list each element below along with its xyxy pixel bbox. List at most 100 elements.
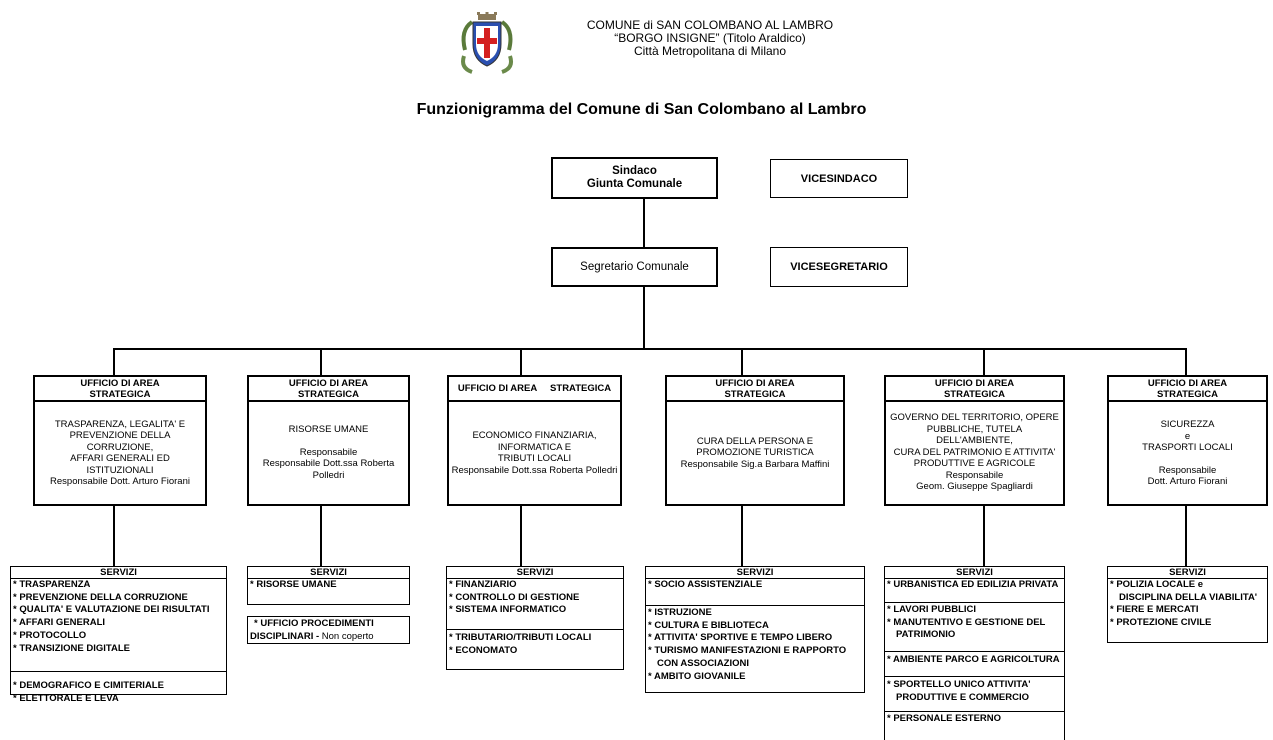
area-line: CURA DELLA PERSONA E: [696, 435, 814, 447]
service-item: * PROTOCOLLO: [13, 629, 87, 641]
area-box: UFFICIO DI AREA STRATEGICA SICUREZZA e T…: [1107, 375, 1268, 506]
area-header: UFFICIO DI AREA STRATEGICA: [1109, 377, 1266, 402]
area-line: TRIBUTI LOCALI: [497, 453, 572, 464]
service-item: * PROTEZIONE CIVILE: [1110, 617, 1212, 629]
area-header-line: STRATEGICA: [297, 389, 360, 400]
service-item: * CONTROLLO DI GESTIONE: [449, 591, 580, 603]
service-item: DISCIPLINA DELLA VIABILITA': [1119, 591, 1258, 603]
area-responsible: Responsabile Dott.ssa Roberta: [262, 458, 395, 469]
area-line: PREVENZIONE DELLA CORRUZIONE,: [69, 430, 171, 453]
services-list: * ISTRUZIONE * CULTURA E BIBLIOTECA * AT…: [646, 605, 864, 683]
area-header-line: STRATEGICA: [943, 389, 1006, 400]
service-item: * SPORTELLO UNICO ATTIVITA': [887, 679, 1031, 690]
area-description: ECONOMICO FINANZIARIA, INFORMATICA E TRI…: [449, 402, 620, 504]
service-item: * TRANSIZIONE DIGITALE: [13, 642, 130, 654]
area-responsible: Responsabile Dott.ssa Roberta Polledri: [451, 464, 618, 476]
service-item: * CULTURA E BIBLIOTECA: [648, 619, 769, 631]
horizontal-connector: [113, 348, 1187, 350]
area-line: SICUREZZA: [1160, 419, 1215, 430]
services-box: SERVIZI * FINANZIARIO * CONTROLLO DI GES…: [446, 566, 624, 670]
header-line-3: Città Metropolitana di Milano: [633, 44, 787, 58]
area-line: ECONOMICO FINANZIARIA,: [472, 430, 597, 441]
services-header: SERVIZI: [1108, 567, 1267, 579]
area-header-line: STRATEGICA: [1156, 389, 1219, 400]
service-item: * SISTEMA INFORMATICO: [449, 604, 567, 616]
status-note: Non coperto: [321, 630, 374, 642]
service-item: * ECONOMATO: [449, 644, 518, 656]
vicesindaco-box: VICESINDACO: [770, 159, 908, 198]
services-header: SERVIZI: [248, 567, 409, 579]
services-box: SERVIZI * URBANISTICA ED EDILIZIA PRIVAT…: [884, 566, 1065, 740]
service-item: * AMBIENTE PARCO E AGRICOLTURA: [887, 654, 1060, 665]
connector-line: [520, 348, 522, 375]
area-header-line: UFFICIO DI AREA: [715, 378, 795, 389]
municipality-header: COMUNE di SAN COLOMBANO AL LAMBRO “BORGO…: [560, 19, 860, 58]
services-box: SERVIZI * SOCIO ASSISTENZIALE * ISTRUZIO…: [645, 566, 865, 693]
area-box: UFFICIO DI AREA STRATEGICA CURA DELLA PE…: [665, 375, 845, 506]
service-item: * DEMOGRAFICO E CIMITERIALE: [13, 680, 164, 691]
area-header-line: UFFICIO DI AREA: [934, 378, 1015, 389]
service-item: PRODUTTIVE E COMMERCIO: [896, 691, 1030, 703]
area-header-line: STRATEGICA: [89, 389, 151, 400]
services-list: * TRIBUTARIO/TRIBUTI LOCALI * ECONOMATO: [447, 629, 623, 657]
area-line: INFORMATICA E: [497, 441, 572, 453]
service-item: * ISTRUZIONE: [648, 607, 712, 618]
service-item: * RISORSE UMANE: [250, 579, 337, 590]
connector-line: [320, 348, 322, 375]
area-line: GOVERNO DEL TERRITORIO, OPERE: [890, 412, 1059, 423]
services-list: * POLIZIA LOCALE e DISCIPLINA DELLA VIAB…: [1108, 579, 1267, 630]
services-box: SERVIZI * RISORSE UMANE: [247, 566, 410, 605]
vicesegretario-box: VICESEGRETARIO: [770, 247, 908, 287]
segretario-box: Segretario Comunale: [551, 247, 718, 287]
service-item: * FINANZIARIO: [449, 579, 517, 590]
services-list: * UFFICIO PROCEDIMENTI DISCIPLINARI - No…: [248, 617, 409, 643]
sindaco-box: Sindaco Giunta Comunale: [551, 157, 718, 199]
service-item: * TRIBUTARIO/TRIBUTI LOCALI: [449, 632, 592, 643]
service-item: * UFFICIO PROCEDIMENTI: [254, 618, 374, 629]
service-item: * FIERE E MERCATI: [1110, 604, 1199, 616]
service-item: * AFFARI GENERALI: [13, 617, 106, 629]
area-box: UFFICIO DI AREA STRATEGICA TRASPARENZA, …: [33, 375, 207, 506]
area-header: UFFICIO DI AREA STRATEGICA: [667, 377, 843, 402]
service-item: DISCIPLINARI - Non coperto: [250, 631, 409, 644]
procedimenti-box: * UFFICIO PROCEDIMENTI DISCIPLINARI - No…: [247, 616, 410, 644]
area-box: UFFICIO DI AREA STRATEGICA ECONOMICO FIN…: [447, 375, 622, 506]
area-header: UFFICIO DI AREA STRATEGICA: [35, 377, 205, 402]
area-line: AFFARI GENERALI ED ISTITUZIONALI: [70, 453, 170, 476]
area-line: RISORSE UMANE: [288, 424, 369, 435]
service-item: * LAVORI PUBBLICI: [887, 604, 977, 615]
area-line: Responsabile: [1158, 464, 1217, 476]
area-line: Responsabile: [299, 446, 358, 458]
service-item: * POLIZIA LOCALE e: [1110, 579, 1204, 590]
service-item: * URBANISTICA ED EDILIZIA PRIVATA: [887, 579, 1059, 590]
area-line: e: [1184, 430, 1191, 442]
area-header: UFFICIO DI AREA STRATEGICA: [449, 377, 620, 402]
services-list: * URBANISTICA ED EDILIZIA PRIVATA: [885, 579, 1064, 602]
area-description: CURA DELLA PERSONA E PROMOZIONE TURISTIC…: [667, 402, 843, 504]
services-list: * PERSONALE ESTERNO: [885, 711, 1064, 726]
services-list: * RISORSE UMANE: [248, 579, 409, 592]
area-header-line: UFFICIO DI AREA: [288, 378, 369, 389]
area-line: Responsabile: [945, 469, 1004, 481]
giunta-label: Giunta Comunale: [586, 178, 683, 190]
services-list: * TRASPARENZA * PREVENZIONE DELLA CORRUZ…: [11, 579, 226, 671]
area-description: RISORSE UMANE Responsabile Responsabile …: [249, 402, 408, 504]
area-header-line: UFFICIO DI AREA: [80, 378, 160, 389]
area-line: PRODUTTIVE E AGRICOLE: [913, 458, 1036, 469]
services-list: * FINANZIARIO * CONTROLLO DI GESTIONE * …: [447, 579, 623, 629]
service-item: * PERSONALE ESTERNO: [887, 713, 1002, 724]
area-box: UFFICIO DI AREA STRATEGICA GOVERNO DEL T…: [884, 375, 1065, 506]
service-item: * QUALITA' E VALUTAZIONE DEI RISULTATI: [13, 604, 210, 616]
connector-line: [643, 287, 645, 350]
area-header: UFFICIO DI AREA STRATEGICA: [886, 377, 1063, 402]
area-description: SICUREZZA e TRASPORTI LOCALI Responsabil…: [1109, 402, 1266, 504]
services-box: SERVIZI * TRASPARENZA * PREVENZIONE DELL…: [10, 566, 227, 704]
area-header-line: UFFICIO DI AREA: [1147, 378, 1228, 389]
connector-line: [320, 506, 322, 566]
service-item: * SOCIO ASSISTENZIALE: [648, 579, 763, 590]
spacer: [263, 436, 395, 447]
area-line: TRASPORTI LOCALI: [1142, 442, 1233, 453]
connector-line: [113, 506, 115, 566]
services-list: * DEMOGRAFICO E CIMITERIALE * ELETTORALE…: [11, 671, 226, 705]
area-responsible: Geom. Giuseppe Spagliardi: [916, 481, 1033, 492]
